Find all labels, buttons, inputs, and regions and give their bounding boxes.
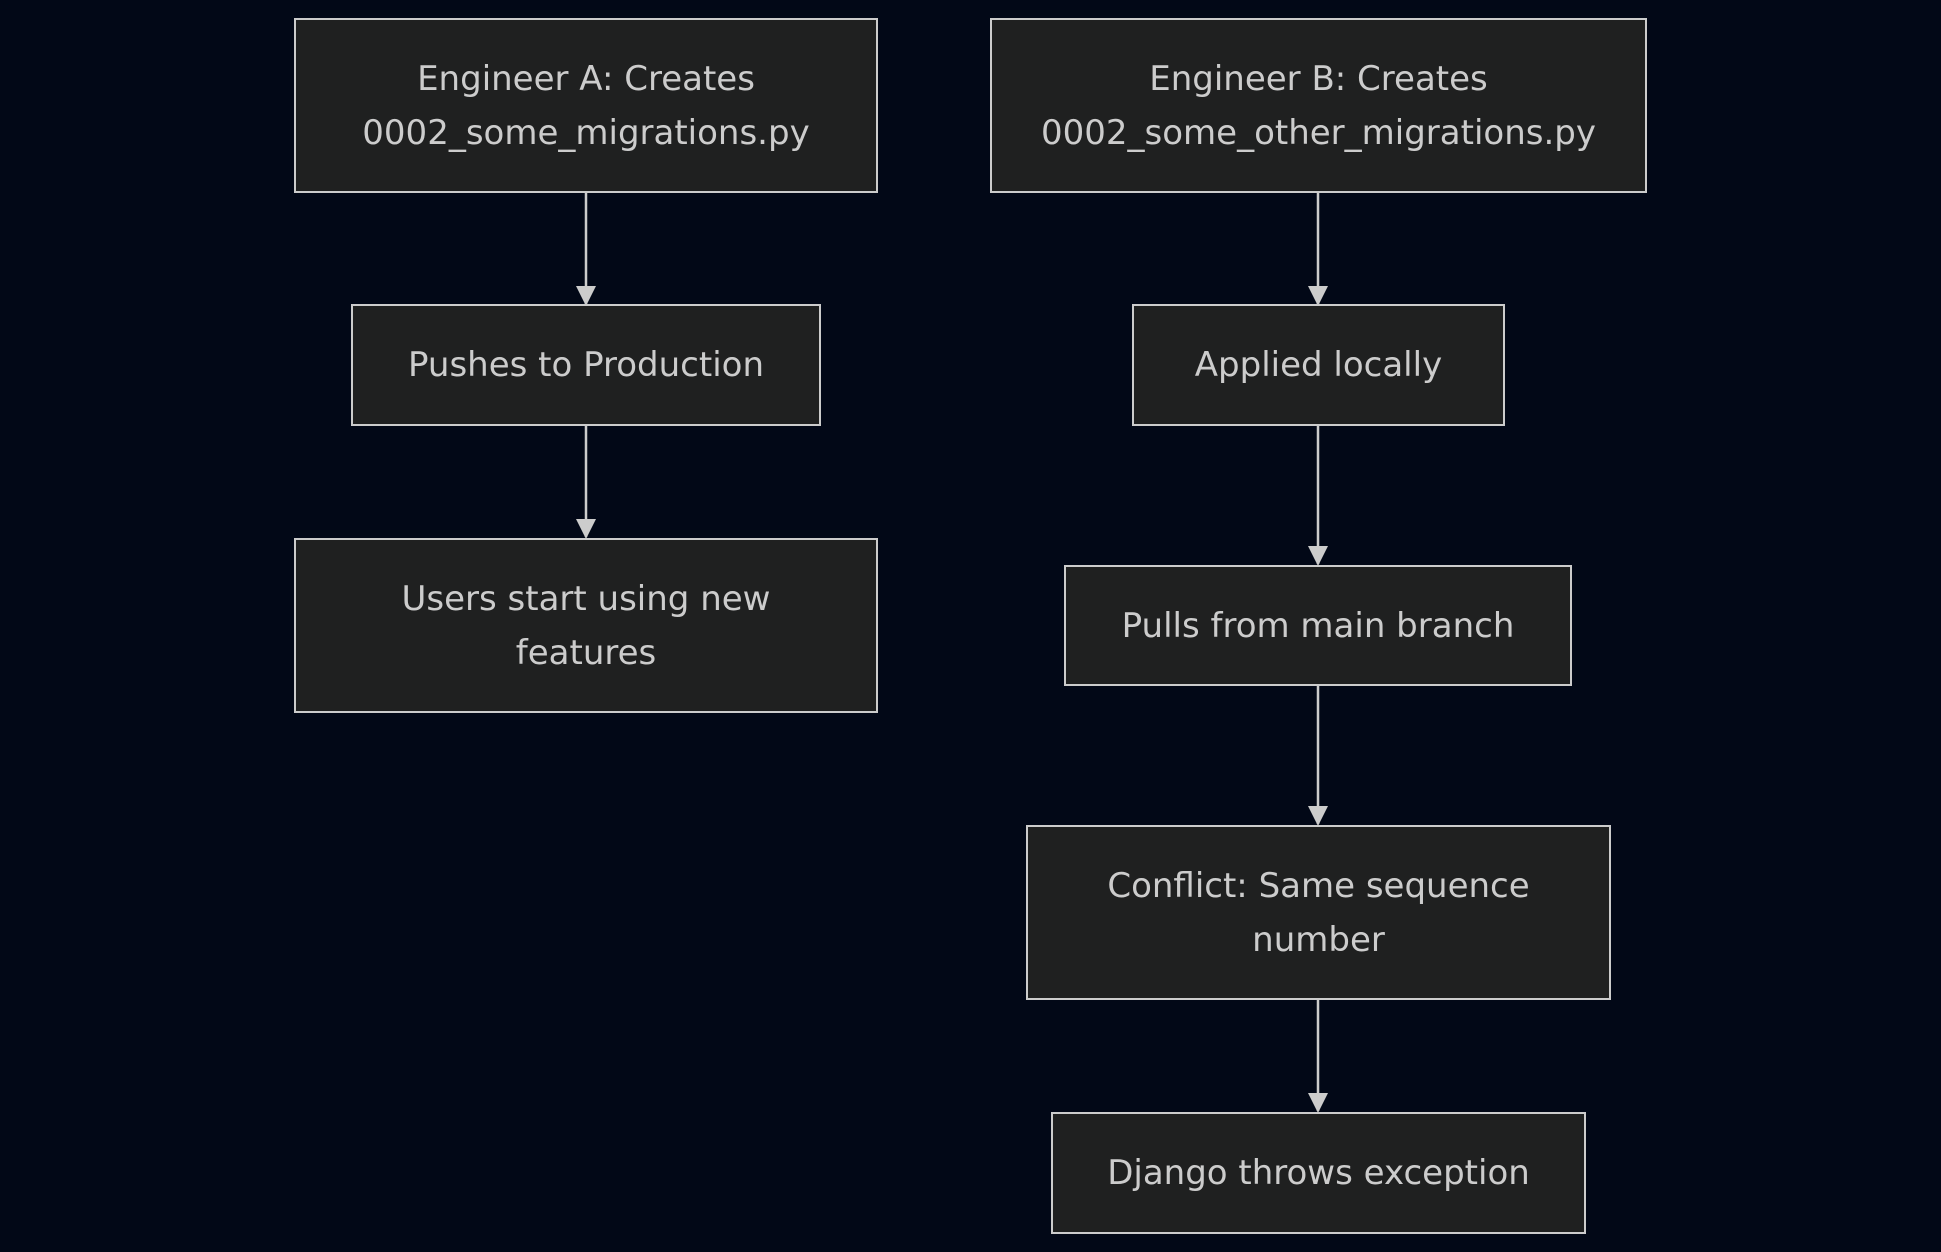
node-pulls-from-main-label: Pulls from main branch (1121, 605, 1515, 646)
node-conflict-line-1: Conflict: Same sequence (1107, 865, 1530, 906)
node-engineer-a-creates-line-2: 0002_some_migrations.py (362, 112, 810, 153)
node-conflict-line-2: number (1252, 919, 1385, 960)
node-conflict-same-sequence: Conflict: Same sequence number (1026, 825, 1611, 1000)
node-django-throws-exception: Django throws exception (1051, 1112, 1586, 1234)
node-pushes-to-production-label: Pushes to Production (408, 345, 764, 385)
node-engineer-b-creates: Engineer B: Creates 0002_some_other_migr… (990, 18, 1647, 193)
node-engineer-b-creates-line-2: 0002_some_other_migrations.py (1041, 112, 1596, 153)
node-applied-locally-label: Applied locally (1194, 345, 1443, 385)
node-pulls-from-main: Pulls from main branch (1064, 565, 1572, 686)
node-pushes-to-production: Pushes to Production (351, 304, 821, 426)
node-users-start-using-line-1: Users start using new (401, 578, 771, 619)
node-users-start-using: Users start using new features (294, 538, 878, 713)
node-django-throws-exception-label: Django throws exception (1107, 1153, 1530, 1193)
node-users-start-using-line-2: features (515, 632, 657, 673)
node-applied-locally: Applied locally (1132, 304, 1505, 426)
node-engineer-b-creates-line-1: Engineer B: Creates (1149, 58, 1488, 99)
node-engineer-a-creates: Engineer A: Creates 0002_some_migrations… (294, 18, 878, 193)
node-engineer-a-creates-line-1: Engineer A: Creates (417, 58, 755, 99)
